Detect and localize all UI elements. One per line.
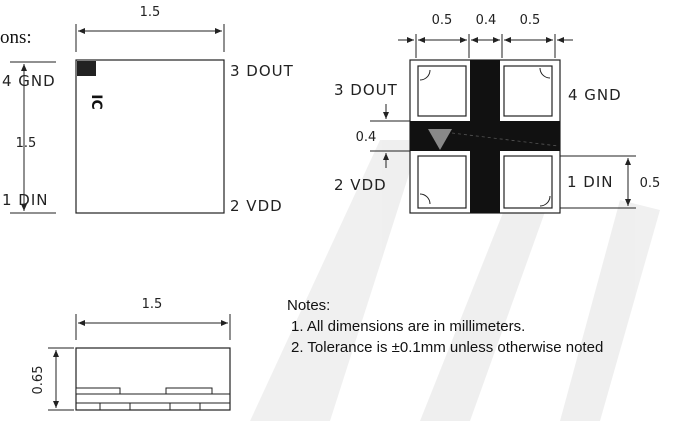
top-view: 1.5 1.5 IC 4 GND 3 DOUT 1 DIN 2 VDD xyxy=(2,5,294,215)
notes-title: Notes: xyxy=(287,297,330,314)
bottom-vertical-gap-dimension: 0.4 xyxy=(356,130,377,145)
top-pin1-label: 1 DIN xyxy=(2,191,49,209)
bottom-pin4-label: 4 GND xyxy=(568,86,622,104)
top-pin2-label: 2 VDD xyxy=(230,197,283,215)
notes-item-1: 1. All dimensions are in millimeters. xyxy=(291,318,525,335)
ic-label: IC xyxy=(88,94,104,109)
bottom-view: 0.5 0.4 0.5 0.4 xyxy=(334,13,661,214)
bottom-pad-height-dimension: 0.5 xyxy=(640,176,661,191)
bottom-pin1-label: 1 DIN xyxy=(567,173,614,191)
side-width-dimension: 1.5 xyxy=(142,297,163,312)
bottom-pad-left-dimension: 0.5 xyxy=(432,13,453,28)
top-package-body xyxy=(75,59,225,214)
pad-top-right xyxy=(503,65,553,117)
polarity-triangle xyxy=(428,129,452,150)
notes-item-2: 2. Tolerance is ±0.1mm unless otherwise … xyxy=(291,339,603,356)
bottom-pin3-label: 3 DOUT xyxy=(334,81,398,99)
pin1-marker xyxy=(77,61,96,76)
side-view: 1.5 0.65 xyxy=(31,297,231,411)
bottom-gap-dimension: 0.4 xyxy=(476,13,497,28)
bottom-pad-right-dimension: 0.5 xyxy=(520,13,541,28)
notes: Notes: 1. All dimensions are in millimet… xyxy=(287,297,603,356)
side-height-dimension: 0.65 xyxy=(31,366,46,395)
pad-bottom-left xyxy=(417,155,467,209)
bottom-pin2-label: 2 VDD xyxy=(334,176,387,194)
pad-bottom-right xyxy=(503,155,553,209)
top-height-dimension: 1.5 xyxy=(16,136,37,151)
top-width-dimension: 1.5 xyxy=(140,5,161,20)
watermark xyxy=(250,140,660,421)
top-pin3-label: 3 DOUT xyxy=(230,62,294,80)
pad-top-left xyxy=(417,65,467,117)
top-pin4-label: 4 GND xyxy=(2,72,56,90)
side-package-body xyxy=(75,347,231,411)
section-title: ons: xyxy=(0,27,32,48)
